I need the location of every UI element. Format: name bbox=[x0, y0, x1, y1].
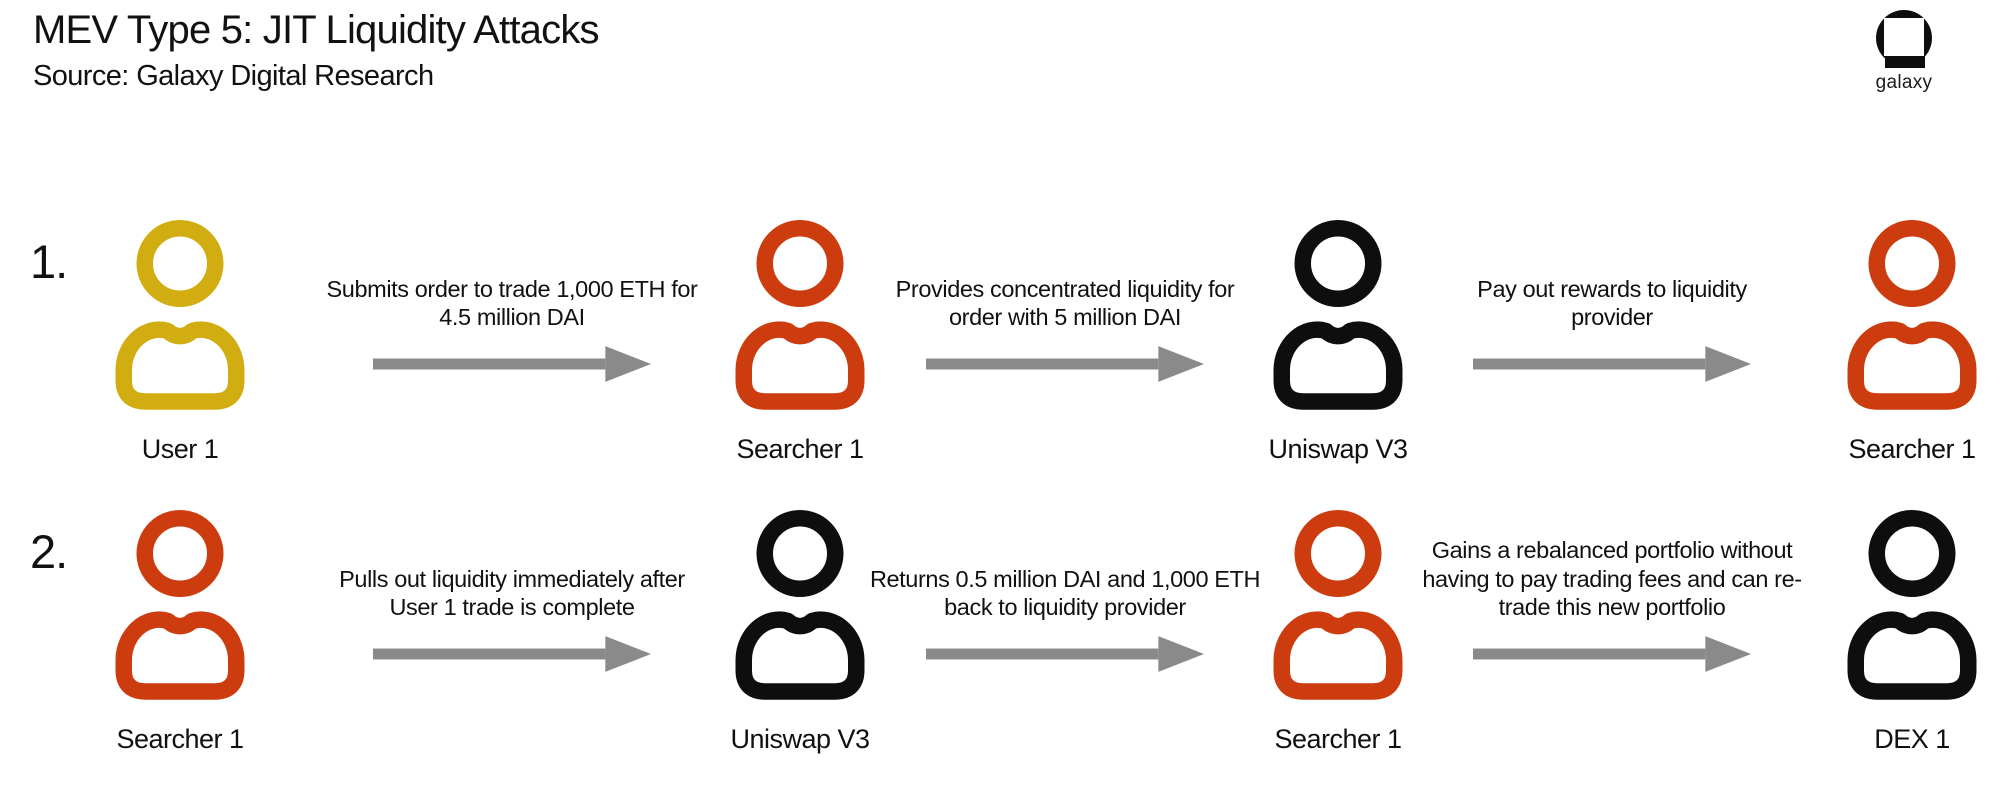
node-label: Uniswap V3 bbox=[1268, 434, 1408, 464]
node-searcher-1-reward: Searcher 1 bbox=[1802, 220, 2000, 465]
node-label: Searcher 1 bbox=[736, 434, 864, 464]
flow-step: Provides concentrated liquidity for orde… bbox=[845, 242, 1285, 382]
node-uniswap-v3: Uniswap V3 bbox=[1228, 220, 1448, 465]
flow-row-2: 2. Searcher 1 Pulls out liquidity immedi… bbox=[0, 460, 2000, 760]
node-uniswap-v3: Uniswap V3 bbox=[690, 510, 910, 755]
node-user-1: User 1 bbox=[70, 220, 290, 465]
arrow-right-icon bbox=[1473, 636, 1751, 672]
person-icon bbox=[105, 220, 255, 412]
logo-bar bbox=[1885, 56, 1925, 68]
step-number-1: 1. bbox=[30, 235, 68, 288]
page-title: MEV Type 5: JIT Liquidity Attacks bbox=[33, 8, 600, 52]
galaxy-logo: galaxy bbox=[1866, 10, 1942, 94]
step-number-2: 2. bbox=[30, 525, 68, 578]
arrow-label: Pulls out liquidity immediately after Us… bbox=[339, 565, 685, 621]
arrow-right-icon bbox=[373, 346, 651, 382]
arrow-right-icon bbox=[926, 346, 1204, 382]
flow-row-1: 1. User 1 Submits order to trade 1,000 E… bbox=[0, 170, 2000, 470]
node-searcher-1: Searcher 1 bbox=[690, 220, 910, 465]
flow-step: Submits order to trade 1,000 ETH for 4.5… bbox=[292, 242, 732, 382]
node-label: Searcher 1 bbox=[116, 724, 244, 754]
person-icon bbox=[1837, 510, 1987, 702]
node-label: Uniswap V3 bbox=[730, 724, 870, 754]
galaxy-wordmark: galaxy bbox=[1875, 72, 1933, 93]
person-icon bbox=[1263, 510, 1413, 702]
arrow-label: Returns 0.5 million DAI and 1,000 ETH ba… bbox=[869, 565, 1261, 621]
flow-step: Pay out rewards to liquidity provider bbox=[1392, 242, 1832, 382]
arrow-label: Submits order to trade 1,000 ETH for 4.5… bbox=[326, 275, 698, 331]
node-label: Searcher 1 bbox=[1848, 434, 1976, 464]
arrow-right-icon bbox=[1473, 346, 1751, 382]
arrow-label: Gains a rebalanced portfolio without hav… bbox=[1422, 537, 1802, 621]
node-searcher-1-rebalanced: Searcher 1 bbox=[1228, 510, 1448, 755]
arrow-right-icon bbox=[373, 636, 651, 672]
person-icon bbox=[1263, 220, 1413, 412]
arrow-right-icon bbox=[926, 636, 1204, 672]
node-label: User 1 bbox=[141, 434, 219, 464]
flow-step: Returns 0.5 million DAI and 1,000 ETH ba… bbox=[845, 532, 1285, 672]
node-label: Searcher 1 bbox=[1274, 724, 1402, 754]
logo-square bbox=[1884, 18, 1924, 56]
header: MEV Type 5: JIT Liquidity Attacks Source… bbox=[33, 8, 600, 93]
node-dex-1: DEX 1 bbox=[1802, 510, 2000, 755]
source-caption: Source: Galaxy Digital Research bbox=[33, 60, 434, 92]
person-icon bbox=[105, 510, 255, 702]
galaxy-logo-icon bbox=[1876, 10, 1932, 68]
arrow-label: Provides concentrated liquidity for orde… bbox=[895, 275, 1235, 331]
node-label: DEX 1 bbox=[1874, 724, 1950, 754]
flow-step: Gains a rebalanced portfolio without hav… bbox=[1392, 532, 1832, 672]
flow-step: Pulls out liquidity immediately after Us… bbox=[292, 532, 732, 672]
node-searcher-1: Searcher 1 bbox=[70, 510, 290, 755]
arrow-label: Pay out rewards to liquidity provider bbox=[1477, 275, 1747, 331]
person-icon bbox=[1837, 220, 1987, 412]
